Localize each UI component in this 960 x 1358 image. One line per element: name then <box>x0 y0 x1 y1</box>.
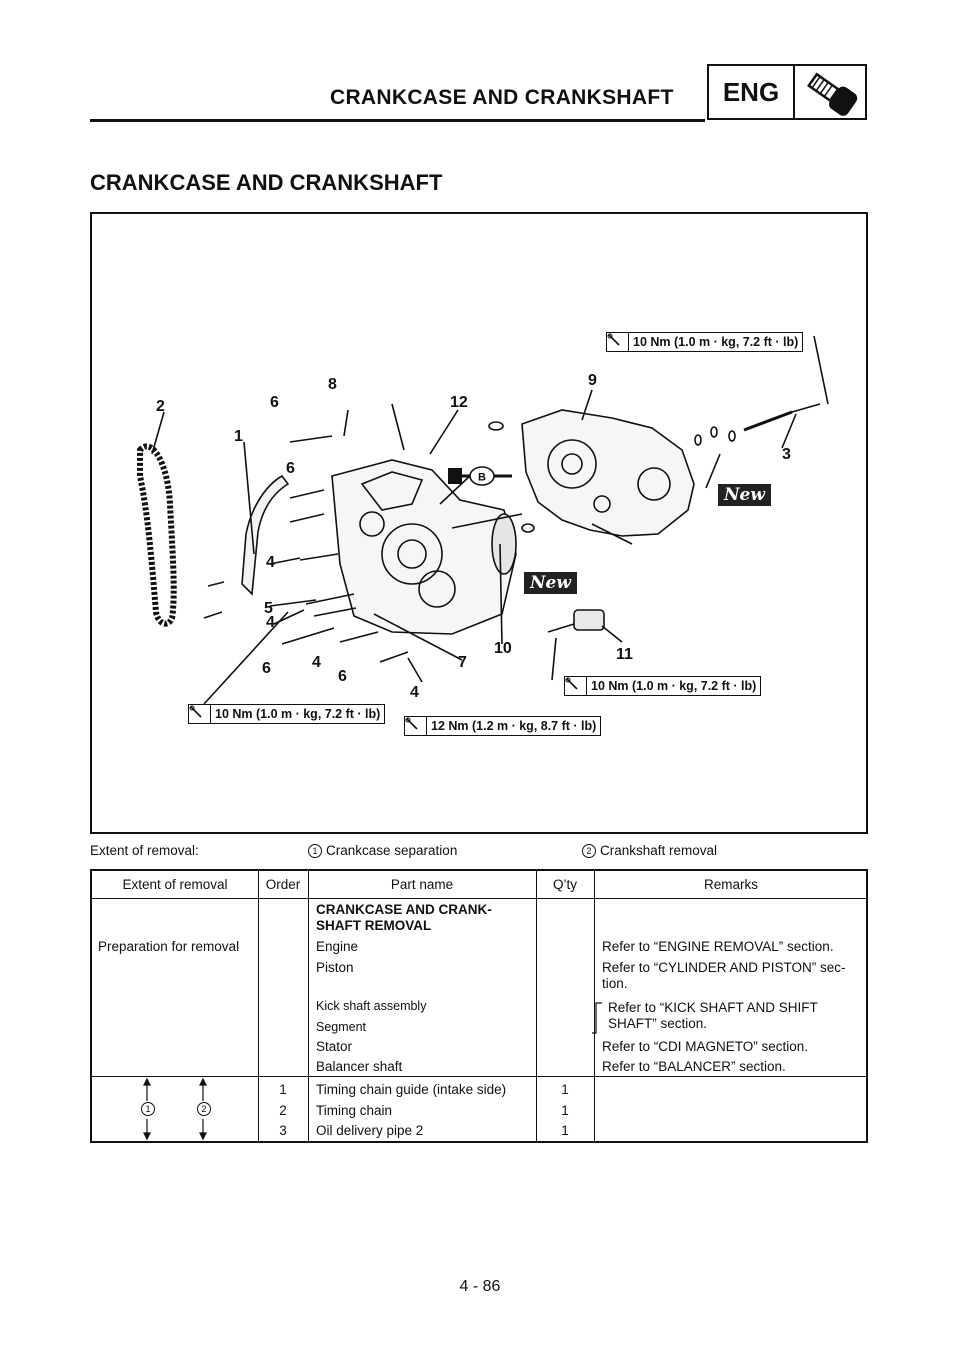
torque-spec: 12 Nm (1.2 m · kg, 8.7 ft · lb) <box>404 716 602 736</box>
part-name: Piston <box>316 960 354 975</box>
part-name: Oil delivery pipe 2 <box>316 1123 424 1138</box>
col-header: Q’ty <box>552 877 577 892</box>
part-name: Kick shaft assembly <box>316 999 427 1013</box>
part-name: Balancer shaft <box>316 1059 403 1074</box>
removal-table: Extent of removal Order Part name Q’ty R… <box>90 869 868 1143</box>
extent-arrows-icon <box>143 1077 207 1141</box>
part-name: Segment <box>316 1020 367 1034</box>
engine-wrench-icon <box>795 66 865 118</box>
order: 2 <box>279 1103 287 1118</box>
torque-spec: 10 Nm (1.0 m · kg, 7.2 ft · lb) <box>606 332 804 352</box>
extent-label: Extent of removal: <box>90 843 199 858</box>
order: 3 <box>279 1123 287 1138</box>
remark: Refer to “ENGINE REMOVAL” section. <box>602 939 834 954</box>
callout-3: 3 <box>782 446 791 463</box>
callout-7: 7 <box>458 654 467 671</box>
torque-spec: 10 Nm (1.0 m · kg, 7.2 ft · lb) <box>564 676 762 696</box>
col-header: Extent of removal <box>122 877 228 892</box>
b-label: B <box>478 472 486 484</box>
part-name: Timing chain guide (intake side) <box>316 1082 507 1097</box>
callout-1: 1 <box>234 428 243 445</box>
new-tag: New <box>718 484 771 506</box>
new-tag: New <box>524 572 577 594</box>
qty: 1 <box>561 1123 569 1138</box>
callout-6d: 6 <box>338 668 347 685</box>
header-title: CRANKCASE AND CRANKSHAFT <box>330 86 674 109</box>
callout-4a: 4 <box>266 554 275 571</box>
callout-11: 11 <box>616 646 633 663</box>
remark: Refer to “CDI MAGNETO” section. <box>602 1039 809 1054</box>
circled-number: 1 <box>308 844 322 858</box>
col-header: Part name <box>390 877 454 892</box>
callout-8: 8 <box>328 376 337 393</box>
qty: 1 <box>561 1103 569 1118</box>
exploded-diagram: B 1 2 3 4 4 4 4 5 6 6 6 6 7 8 9 10 11 12… <box>90 212 868 834</box>
callout-6b: 6 <box>286 460 295 477</box>
qty: 1 <box>561 1082 569 1097</box>
header-rule <box>90 119 705 122</box>
section-heading: CRANKCASE AND CRANK- <box>316 902 492 917</box>
part-name: Engine <box>316 939 359 954</box>
callout-6c: 6 <box>262 660 271 677</box>
extent-marker: 1 <box>141 1102 155 1116</box>
part-name: Stator <box>316 1039 353 1054</box>
section-title: CRANKCASE AND CRANKSHAFT <box>90 170 443 195</box>
part-name: Timing chain <box>316 1103 393 1118</box>
header-badge: ENG <box>707 64 867 120</box>
wrench-icon <box>405 717 427 735</box>
callout-4d: 4 <box>410 684 419 701</box>
remark: Refer to “CYLINDER AND PISTON” sec- <box>602 960 846 975</box>
remark: Refer to “KICK SHAFT AND SHIFT <box>608 1000 818 1015</box>
crankcase-illustration: B <box>137 335 829 705</box>
circled-number: 2 <box>582 844 596 858</box>
wrench-icon <box>607 333 629 351</box>
callout-4c: 4 <box>312 654 321 671</box>
prep-label: Preparation for removal <box>98 939 240 954</box>
page-number: 4 - 86 <box>459 1278 501 1295</box>
col-header: Order <box>265 877 301 892</box>
callout-4b: 4 <box>266 614 275 631</box>
wrench-icon <box>565 677 587 695</box>
remark: Refer to “BALANCER” section. <box>602 1059 786 1074</box>
remark: tion. <box>602 976 628 991</box>
eng-label: ENG <box>709 66 795 118</box>
wrench-icon <box>189 705 211 723</box>
callout-2: 2 <box>156 398 165 415</box>
col-header: Remarks <box>703 877 758 892</box>
remark: SHAFT” section. <box>608 1016 708 1031</box>
extent-marker: 2 <box>197 1102 211 1116</box>
callout-5: 5 <box>264 600 273 617</box>
callout-12: 12 <box>450 394 468 411</box>
callout-9: 9 <box>588 372 597 389</box>
bracket-icon <box>592 1002 602 1034</box>
section-heading: SHAFT REMOVAL <box>316 918 432 933</box>
callout-6a: 6 <box>270 394 279 411</box>
order: 1 <box>279 1082 287 1097</box>
b-arrow-icon: B <box>448 466 512 486</box>
torque-spec: 10 Nm (1.0 m · kg, 7.2 ft · lb) <box>188 704 386 724</box>
callout-10: 10 <box>494 640 512 657</box>
